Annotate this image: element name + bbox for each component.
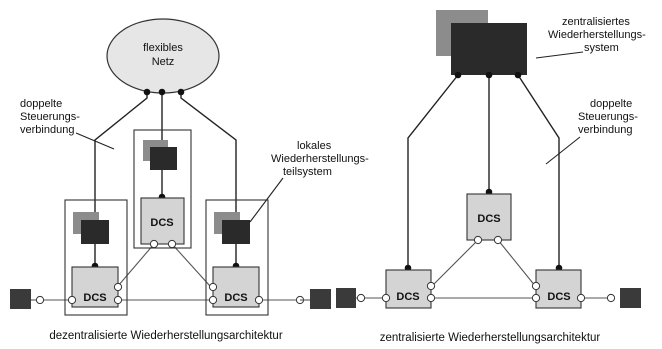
local-controller-left [73, 212, 109, 270]
label-central-recovery: zentralisiertes Wiederherstellungs- syst… [535, 16, 646, 59]
local-recovery-box-right [205, 199, 269, 316]
svg-text:DCS: DCS [547, 291, 570, 303]
network-port [177, 88, 185, 96]
svg-text:DCS: DCS [477, 213, 500, 225]
svg-text:doppelte: doppelte [20, 98, 62, 110]
link-left [94, 92, 148, 218]
svg-text:doppelte: doppelte [590, 98, 632, 110]
svg-text:teilsystem: teilsystem [283, 166, 332, 178]
right-transport-diag [497, 239, 537, 288]
dcs-center: DCS [140, 197, 185, 249]
terminal-left [10, 289, 45, 309]
dcs-right-right: DCS [531, 264, 586, 309]
local-recovery-box-left [64, 199, 128, 316]
svg-text:DCS: DCS [83, 292, 106, 304]
network-label-line2: Netz [152, 56, 175, 68]
link-right [180, 92, 237, 218]
terminal-right-right [606, 288, 641, 308]
local-controller-right [214, 212, 250, 270]
svg-text:Steuerungs-: Steuerungs- [20, 111, 80, 123]
caption-decentralized: dezentralisierte Wiederherstellungsarchi… [49, 330, 282, 342]
label-double-control-left: doppelte Steuerungs- verbindung [20, 98, 115, 150]
terminal-right [295, 289, 331, 309]
dcs-center-right: DCS [466, 188, 512, 245]
link-to-dcs-right [517, 74, 560, 268]
link-to-dcs-left [407, 74, 459, 268]
network-label-line1: flexibles [143, 42, 183, 54]
centralized-architecture: DCS DCS DCS [336, 10, 646, 344]
label-local-recovery: lokales Wiederherstellungs- teilsystem [249, 140, 369, 223]
network-port [143, 88, 151, 96]
right-transport-diag [430, 239, 479, 288]
dcs-left-right: DCS [381, 264, 436, 309]
svg-text:verbindung: verbindung [20, 124, 74, 136]
local-recovery-box-center [133, 129, 192, 249]
network-port [158, 88, 166, 96]
left-transport-diag [171, 243, 211, 287]
local-controller-center [143, 140, 177, 201]
terminal-left-right [336, 288, 366, 308]
decentralized-architecture: flexibles Netz [10, 18, 369, 342]
svg-text:system: system [584, 42, 619, 54]
svg-text:zentralisiertes: zentralisiertes [562, 16, 630, 28]
left-transport-diag [117, 243, 155, 287]
central-recovery-system [436, 10, 527, 79]
svg-text:lokales: lokales [297, 140, 332, 152]
svg-text:DCS: DCS [224, 292, 247, 304]
svg-text:DCS: DCS [150, 217, 173, 229]
right-control-links [407, 74, 560, 268]
svg-text:Wiederherstellungs-: Wiederherstellungs- [271, 153, 369, 165]
caption-centralized: zentralisierte Wiederherstellungsarchite… [380, 332, 601, 344]
svg-text:Wiederherstellungs-: Wiederherstellungs- [548, 29, 646, 41]
dcs-left: DCS [67, 266, 123, 308]
svg-text:verbindung: verbindung [578, 124, 632, 136]
svg-text:DCS: DCS [396, 291, 419, 303]
dcs-right: DCS [208, 266, 264, 308]
flexible-network: flexibles Netz [106, 18, 220, 96]
label-double-control-right: doppelte Steuerungs- verbindung [545, 98, 638, 165]
svg-text:Steuerungs-: Steuerungs- [578, 111, 638, 123]
